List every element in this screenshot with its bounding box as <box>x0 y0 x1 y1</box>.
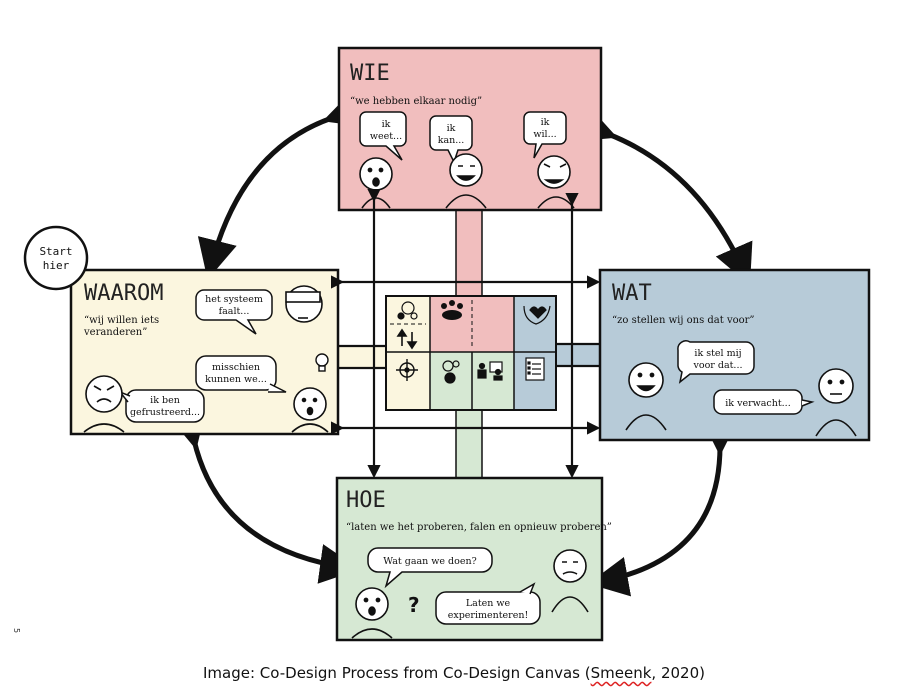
image-caption: Image: Co-Design Process from Co-Design … <box>0 664 908 682</box>
lightbulb-icon <box>315 353 329 372</box>
svg-text:misschien: misschien <box>212 362 260 373</box>
figure-wat-2 <box>815 368 857 437</box>
bubble-hoe-doen: Wat gaan we doen? <box>367 547 493 589</box>
start-label-line2: hier <box>43 259 70 272</box>
idea-gears-icon <box>442 360 460 384</box>
svg-text:ik stel mij: ik stel mij <box>694 348 741 359</box>
bubble-waarom-systeem: het systeem faalt... <box>195 289 273 335</box>
caption-prefix: Image: Co-Design Process from Co-Design … <box>203 664 591 682</box>
svg-text:het systeem: het systeem <box>205 294 263 305</box>
gears-globe-icon <box>397 301 418 320</box>
svg-text:ik ben: ik ben <box>150 395 180 406</box>
checklist-icon <box>525 357 545 381</box>
svg-text:voor dat...: voor dat... <box>693 360 743 371</box>
box-waarom-quote-line2: veranderen” <box>83 327 147 338</box>
page-number: 5 <box>12 627 22 634</box>
box-wat-quote: “zo stellen wij ons dat voor” <box>612 315 755 326</box>
people-board-icon <box>477 361 503 381</box>
center-canvas <box>385 295 557 411</box>
box-wat: WAT “zo stellen wij ons dat voor” ik ste… <box>598 268 871 442</box>
hand-heart-icon <box>523 305 551 325</box>
bubble-hoe-exp: Laten we experimenteren! <box>435 582 541 625</box>
cycle-arrows <box>167 89 753 597</box>
connector-wat <box>556 345 600 365</box>
svg-text:Wat gaan we doen?: Wat gaan we doen? <box>383 556 476 567</box>
start-label-line1: Start <box>39 245 72 258</box>
caption-author: Smeenk <box>590 664 652 682</box>
svg-text:kan...: kan... <box>438 135 465 146</box>
target-icon <box>396 359 418 381</box>
box-hoe: HOE “laten we het proberen, falen en opn… <box>335 476 612 642</box>
svg-text:Laten we: Laten we <box>466 598 511 609</box>
team-icon <box>441 300 463 320</box>
svg-text:ik: ik <box>541 117 550 128</box>
figure-hoe-2 <box>551 549 589 613</box>
svg-text:ik: ik <box>382 119 391 130</box>
bubble-wat-verwacht: ik verwacht... <box>713 389 815 415</box>
box-waarom-title: WAAROM <box>84 281 163 306</box>
figure-wie-3 <box>537 155 575 209</box>
box-hoe-quote: “laten we het proberen, falen en opnieuw… <box>346 522 612 533</box>
figure-wie-2 <box>445 153 487 209</box>
box-waarom: WAAROM “wij willen iets veranderen” het … <box>69 268 340 436</box>
figure-waarom-2 <box>83 375 125 433</box>
svg-text:weet...: weet... <box>370 131 402 142</box>
arrow-wat-hoe <box>588 415 741 597</box>
figure-hoe-1 <box>351 587 393 639</box>
figure-wat-1 <box>625 362 667 431</box>
arrows-updown-icon <box>396 328 418 350</box>
bubble-wie-kan: ik kan... <box>429 115 473 164</box>
arrow-waarom-hoe <box>167 406 360 584</box>
svg-text:faalt...: faalt... <box>219 306 250 317</box>
svg-text:experimenteren!: experimenteren! <box>448 610 529 621</box>
bubble-wie-weet: ik weet... <box>359 111 407 161</box>
box-wie-title: WIE <box>350 61 390 86</box>
figure-waarom-1 <box>285 285 323 323</box>
svg-text:ik verwacht...: ik verwacht... <box>725 398 790 409</box>
svg-text:gefrustreerd...: gefrustreerd... <box>130 407 200 418</box>
connector-waarom <box>338 346 386 368</box>
svg-text:kunnen we...: kunnen we... <box>205 374 267 385</box>
box-wie-quote: “we hebben elkaar nodig” <box>350 96 482 107</box>
figure-waarom-3 <box>291 387 329 433</box>
bubble-wie-wil: ik wil... <box>523 111 567 159</box>
box-waarom-quote-line1: “wij willen iets <box>84 315 159 326</box>
arrow-waarom-wie <box>197 89 367 280</box>
svg-text:wil...: wil... <box>533 129 556 140</box>
connector-hoe <box>455 409 483 481</box>
box-wie: WIE “we hebben elkaar nodig” ik weet... … <box>337 46 603 212</box>
bubble-waarom-misschien: misschien kunnen we... <box>195 355 287 393</box>
arrow-wie-wat <box>572 104 753 286</box>
bubble-wat-stel: ik stel mij voor dat... <box>677 340 755 384</box>
connector-arrows <box>331 189 601 479</box>
box-hoe-title: HOE <box>346 488 386 513</box>
svg-text:ik: ik <box>447 123 456 134</box>
question-mark-icon: ? <box>408 593 420 617</box>
caption-suffix: , 2020) <box>651 664 705 682</box>
start-here-badge: Start hier <box>23 225 89 291</box>
box-wat-title: WAT <box>612 281 652 306</box>
bubble-waarom-gefrustreerd: ik ben gefrustreerd... <box>117 389 205 423</box>
